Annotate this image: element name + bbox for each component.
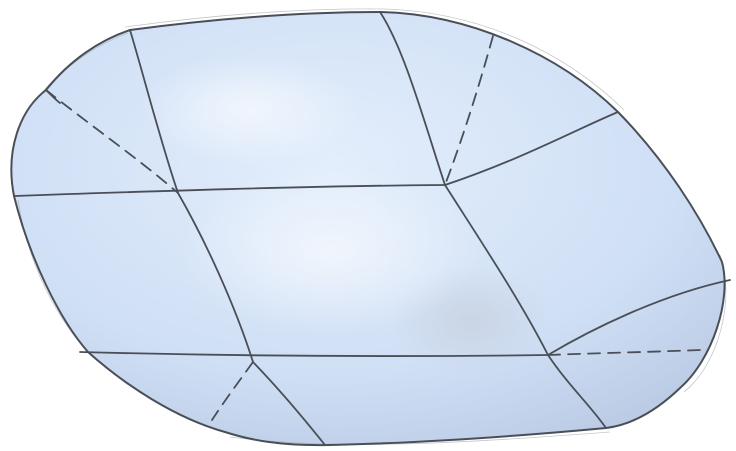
top-highlight [140, 55, 360, 165]
center-highlight [180, 165, 480, 335]
